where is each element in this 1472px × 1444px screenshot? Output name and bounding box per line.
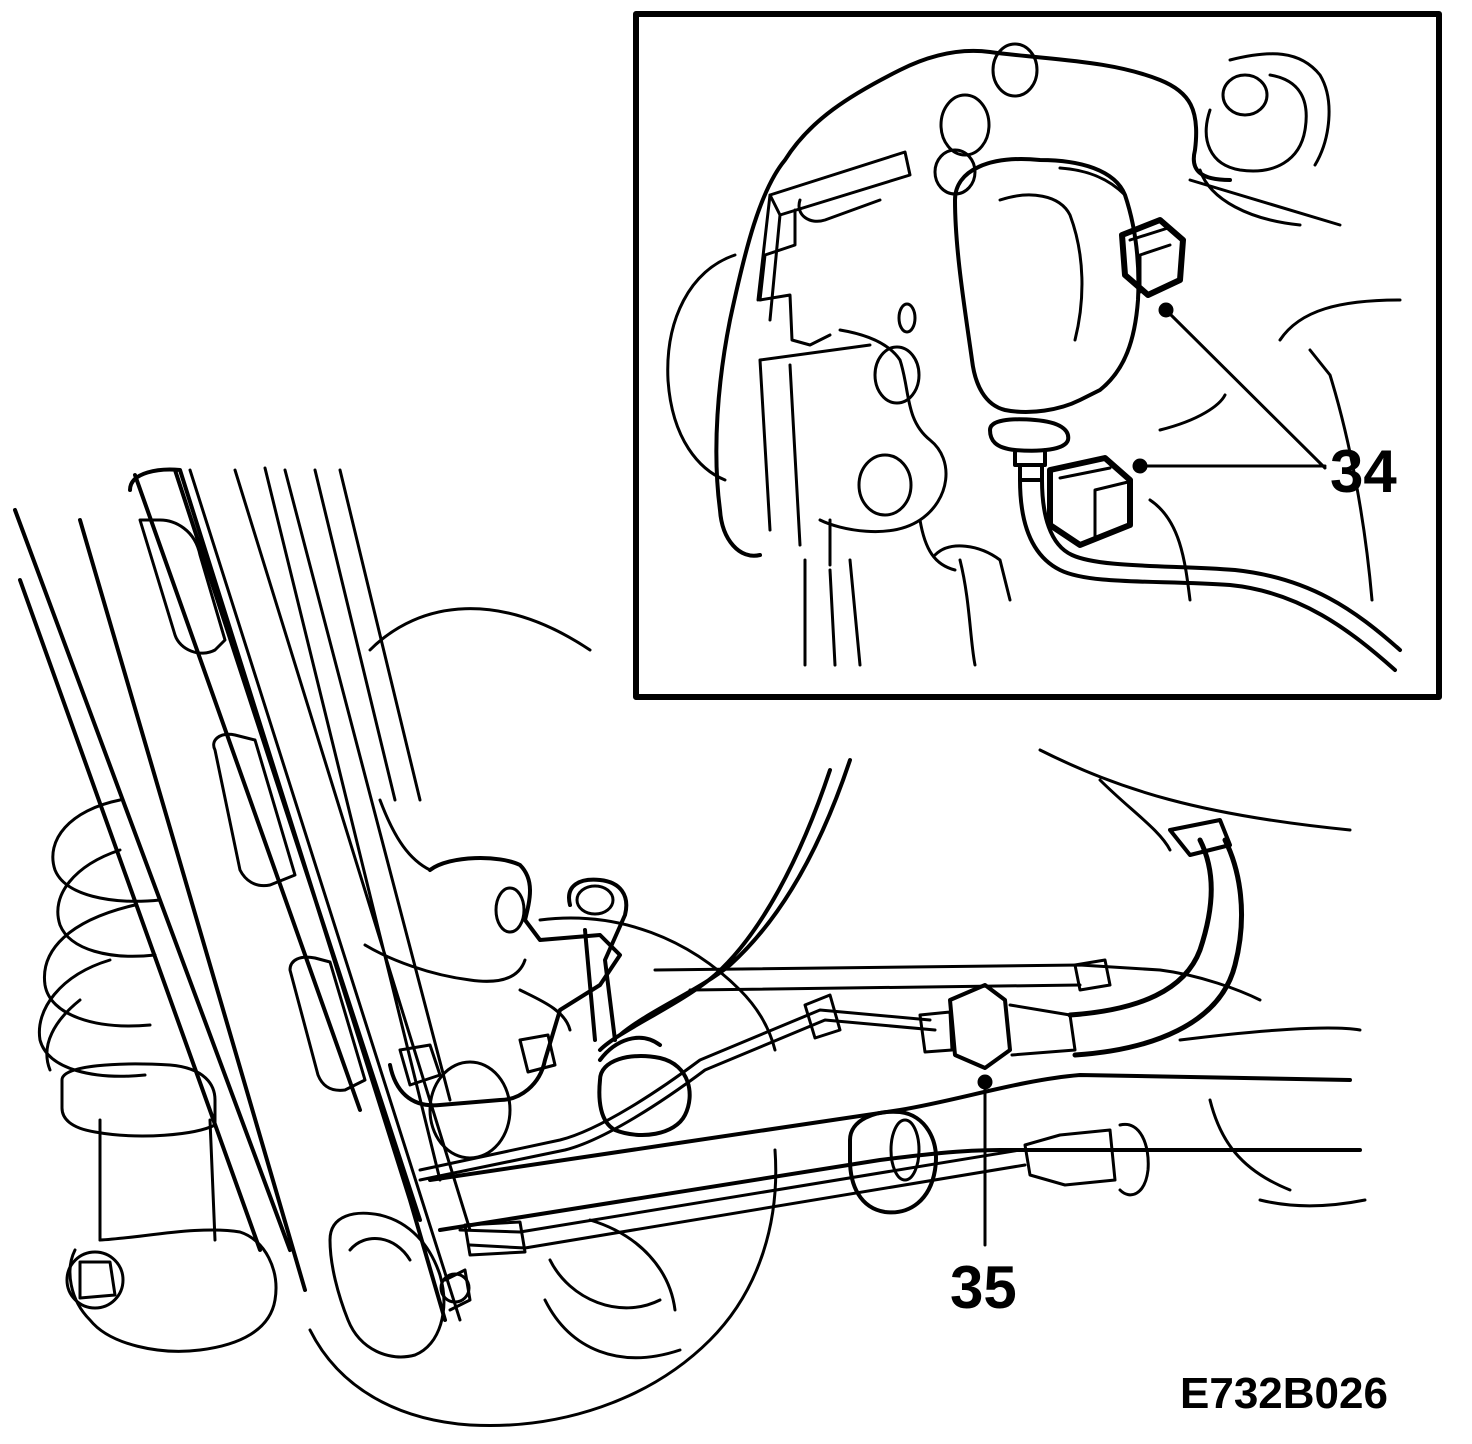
inset-caliper-body (953, 157, 1141, 414)
inset-bracket (818, 328, 957, 572)
brake-disc-inner (368, 607, 682, 1360)
arm-slot-2 (212, 732, 297, 888)
arm-end-bolt (439, 1272, 471, 1304)
inset-caliper-body-rib (998, 166, 1127, 342)
shock-mount-bolt-face (78, 1260, 117, 1300)
inset-frame (633, 11, 1442, 700)
brake-line-upper (653, 963, 1262, 1002)
figure-reference-code: E732B026 (1180, 1369, 1388, 1418)
inset-boss-4 (873, 345, 921, 405)
hub-bore (428, 1060, 512, 1160)
hose-clamp (1168, 818, 1232, 857)
brake-line-main (418, 1008, 937, 1182)
inset-knuckle (1188, 52, 1342, 227)
stabilizer-link (567, 877, 629, 1042)
callout-label-35: 35 (950, 1254, 1017, 1321)
body-panel-right (1178, 1026, 1367, 1208)
inset-hex-nut-lower (1047, 455, 1133, 548)
trailing-arm-inner (188, 466, 472, 1322)
inset-boss-2 (939, 93, 991, 157)
inset-hex-nut-upper (1119, 217, 1186, 298)
hose-union-nut (948, 983, 1012, 1070)
inset-hex-nut-upper-face (1128, 226, 1172, 294)
lower-arm-bushing-inner (889, 1118, 921, 1182)
lower-arm-bushing (848, 1109, 938, 1215)
hub-bolt-1 (494, 886, 526, 934)
trailing-arm-beam (128, 467, 447, 1322)
line-clip-1 (803, 993, 842, 1040)
shock-lower-mount (68, 1228, 278, 1353)
inset-caliper-outline (714, 48, 1232, 558)
trailing-arm-outer (13, 473, 362, 1292)
stabilizer-link-bottom (597, 1054, 692, 1137)
arm-slot-3 (288, 955, 367, 1092)
inset-pad-plate-2 (758, 198, 882, 547)
inset-knuckle-bolt (1221, 73, 1269, 117)
lower-control-arm (428, 1073, 1362, 1232)
brake-disc-outer (308, 916, 778, 1428)
shock-mount-bolt (65, 1250, 125, 1310)
line-clip-2 (1073, 958, 1112, 992)
hub-carrier-bracket (363, 798, 572, 1032)
hub-stud-1 (398, 1043, 442, 1087)
cable-end (463, 1220, 527, 1257)
stabilizer-bar (598, 758, 852, 1062)
arm-end-bushing (328, 1211, 446, 1359)
arm-slot-1 (138, 518, 227, 655)
inset-background-lines (1148, 298, 1402, 602)
inset-boss-5 (857, 453, 913, 517)
leader-line-34 (1138, 308, 1327, 470)
main-assembly (13, 466, 1367, 1428)
coil-spring (37, 798, 162, 1078)
detail-inset (633, 11, 1442, 700)
inset-lower-struts (803, 544, 1012, 667)
shock-absorber-body (98, 1118, 217, 1242)
shock-absorber-cap (60, 1062, 217, 1138)
brake-hose-flex (1067, 837, 1245, 1058)
hub-carrier (388, 856, 622, 1108)
inset-hex-nut-lower-face (1058, 466, 1130, 542)
hose-union-ferrule (918, 1003, 1077, 1057)
cable-fitting (1023, 1122, 1150, 1197)
inset-boss-1 (991, 42, 1039, 98)
inset-pad-plate (756, 150, 912, 347)
inset-brake-hose (1018, 478, 1402, 672)
inset-bleeder-fitting (988, 417, 1071, 482)
inset-disc-arc (666, 253, 737, 482)
stabilizer-link-top (575, 884, 615, 916)
hub-stud-2 (518, 1033, 557, 1074)
inset-boss-6 (897, 302, 917, 334)
callout-label-34: 34 (1330, 438, 1397, 505)
inset-boss-3 (933, 148, 977, 196)
body-line-top (1038, 748, 1352, 852)
